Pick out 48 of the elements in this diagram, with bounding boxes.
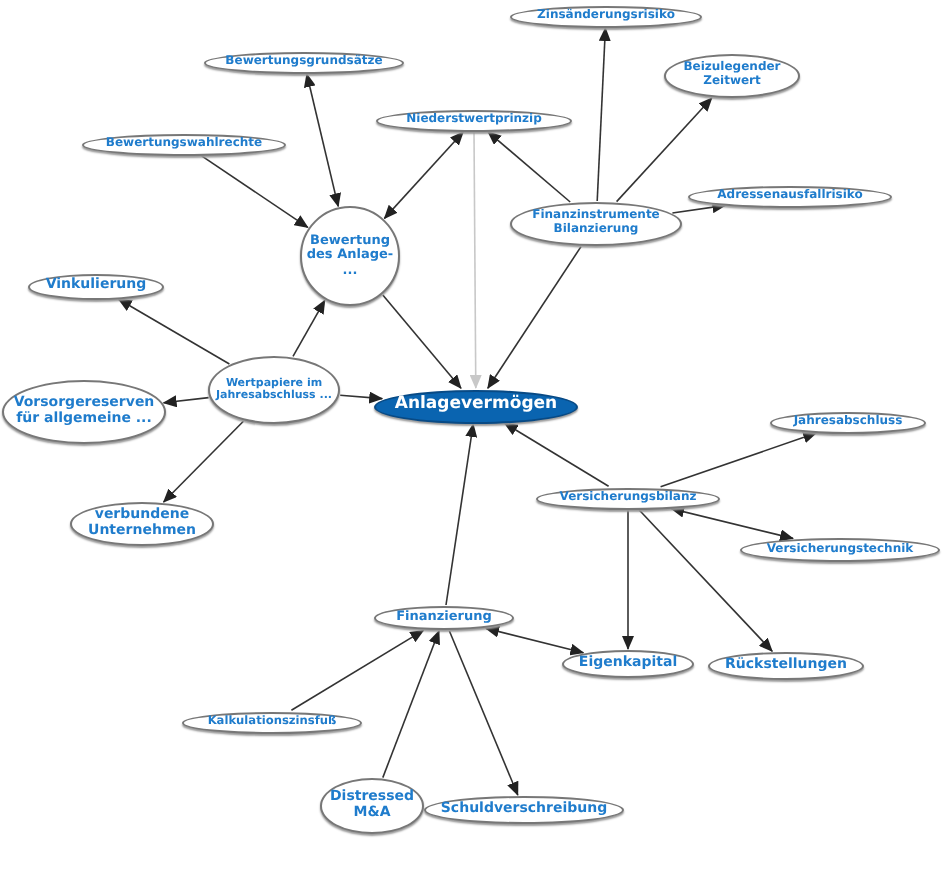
concept-ellipse	[2, 380, 166, 444]
concept-ellipse	[536, 487, 720, 509]
arrow	[162, 420, 245, 503]
arrow	[382, 630, 440, 779]
concept-ellipse	[300, 206, 400, 306]
arrow	[303, 73, 342, 208]
concept-ellipse	[424, 796, 624, 824]
arrow	[503, 422, 610, 487]
arrow	[659, 431, 818, 488]
arrow	[622, 509, 634, 650]
concept-ellipse	[562, 650, 694, 678]
concept-ellipse	[208, 356, 340, 424]
concept-ellipse	[510, 202, 682, 246]
arrow	[383, 131, 464, 220]
arrow	[671, 201, 727, 214]
concept-ellipse	[320, 778, 424, 834]
concept-ellipse	[376, 109, 572, 131]
arrow	[200, 155, 309, 229]
arrow	[615, 97, 713, 203]
concept-ellipse	[182, 711, 362, 733]
arrow	[290, 629, 425, 711]
arrow	[448, 630, 519, 796]
arrow	[487, 131, 571, 203]
arrow	[382, 294, 462, 389]
concept-ellipse	[510, 5, 702, 27]
concept-ellipse	[374, 606, 514, 630]
concept-ellipse	[770, 411, 926, 433]
arrow	[485, 625, 585, 656]
arrow	[162, 395, 210, 408]
arrow	[339, 391, 384, 404]
arrow	[638, 509, 773, 652]
concept-ellipse	[82, 133, 286, 155]
arrow	[487, 245, 582, 390]
arrow	[117, 298, 231, 365]
arrow	[596, 27, 611, 202]
arrow	[292, 299, 326, 358]
concept-ellipse	[28, 273, 164, 299]
concept-ellipse	[204, 51, 404, 73]
concept-ellipse	[664, 54, 800, 98]
concept-ellipse	[688, 185, 892, 207]
concept-ellipse	[740, 538, 940, 562]
concept-ellipse	[70, 502, 214, 546]
arrow	[670, 505, 794, 542]
arrow	[469, 131, 482, 389]
concept-ellipse	[708, 652, 864, 680]
arrow	[445, 423, 478, 606]
concept-label: Anlagevermögen	[394, 396, 558, 416]
concept-ellipse	[374, 389, 578, 423]
